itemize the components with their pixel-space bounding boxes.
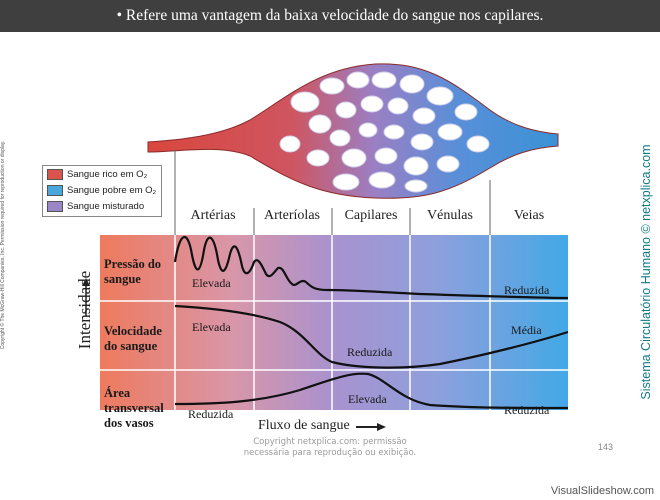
velocity-value-right: Média: [511, 323, 542, 337]
velocity-value-left: Elevada: [192, 320, 231, 334]
area-curve: [174, 372, 569, 410]
legend-item-oxygen-rich: Sangue rico em O₂: [43, 167, 161, 182]
intensity-graph: [100, 150, 569, 410]
pressure-curve: [173, 235, 569, 300]
column-dividers: [174, 150, 491, 235]
column-label-venulas: Vénulas: [427, 208, 473, 223]
legend-swatch-red: [47, 169, 63, 180]
legend-item-oxygen-poor: Sangue pobre em O₂: [43, 183, 161, 198]
column-label-veias: Veias: [513, 208, 545, 223]
legend-label: Sangue rico em O₂: [67, 169, 148, 180]
legend-swatch-blue: [47, 185, 63, 196]
bottom-copyright: Copyright netxplica.com: permissão neces…: [243, 437, 417, 458]
column-label-arterias: Artérias: [190, 208, 236, 223]
pressure-value-left: Elevada: [192, 276, 231, 290]
area-value-right: Reduzida: [504, 403, 550, 417]
legend-swatch-purple: [47, 201, 63, 212]
column-label-arteriolas: Arteríolas: [264, 208, 320, 223]
row-label-velocity: Velocidade do sangue: [104, 324, 162, 353]
capillary-bed-illustration: [147, 63, 559, 199]
page-number: 143: [598, 442, 614, 452]
legend-label: Sangue misturado: [67, 201, 145, 212]
velocity-value-middle: Reduzida: [347, 345, 393, 359]
y-axis-arrow-icon: [82, 278, 90, 316]
row-label-area: Área transversal dos vasos: [104, 386, 164, 430]
side-copyright: Copyright © The McGraw-Hill Companies, I…: [0, 140, 6, 350]
side-brand: Sistema Circulatório Humano © netxplica.…: [639, 144, 653, 400]
area-value-middle: Elevada: [348, 392, 387, 406]
area-value-left: Reduzida: [188, 407, 234, 421]
curves: [173, 235, 569, 410]
grid-lines: [100, 235, 568, 410]
footer-brand: VisualSlideshow.com: [550, 485, 654, 497]
legend-item-mixed: Sangue misturado: [43, 199, 161, 214]
pressure-value-right: Reduzida: [504, 283, 550, 297]
slide-title: • Refere uma vantagem da baixa velocidad…: [0, 0, 660, 32]
velocity-curve: [174, 304, 569, 369]
legend-label: Sangue pobre em O₂: [67, 185, 157, 196]
legend: Sangue rico em O₂ Sangue pobre em O₂ San…: [42, 165, 162, 217]
row-label-pressure: Pressão do sangue: [104, 257, 162, 286]
x-axis-label: Fluxo de sangue: [258, 418, 350, 433]
capillary-mesh: [279, 71, 490, 193]
column-label-capilares: Capilares: [344, 208, 398, 223]
x-axis-arrow-icon: [356, 423, 386, 431]
